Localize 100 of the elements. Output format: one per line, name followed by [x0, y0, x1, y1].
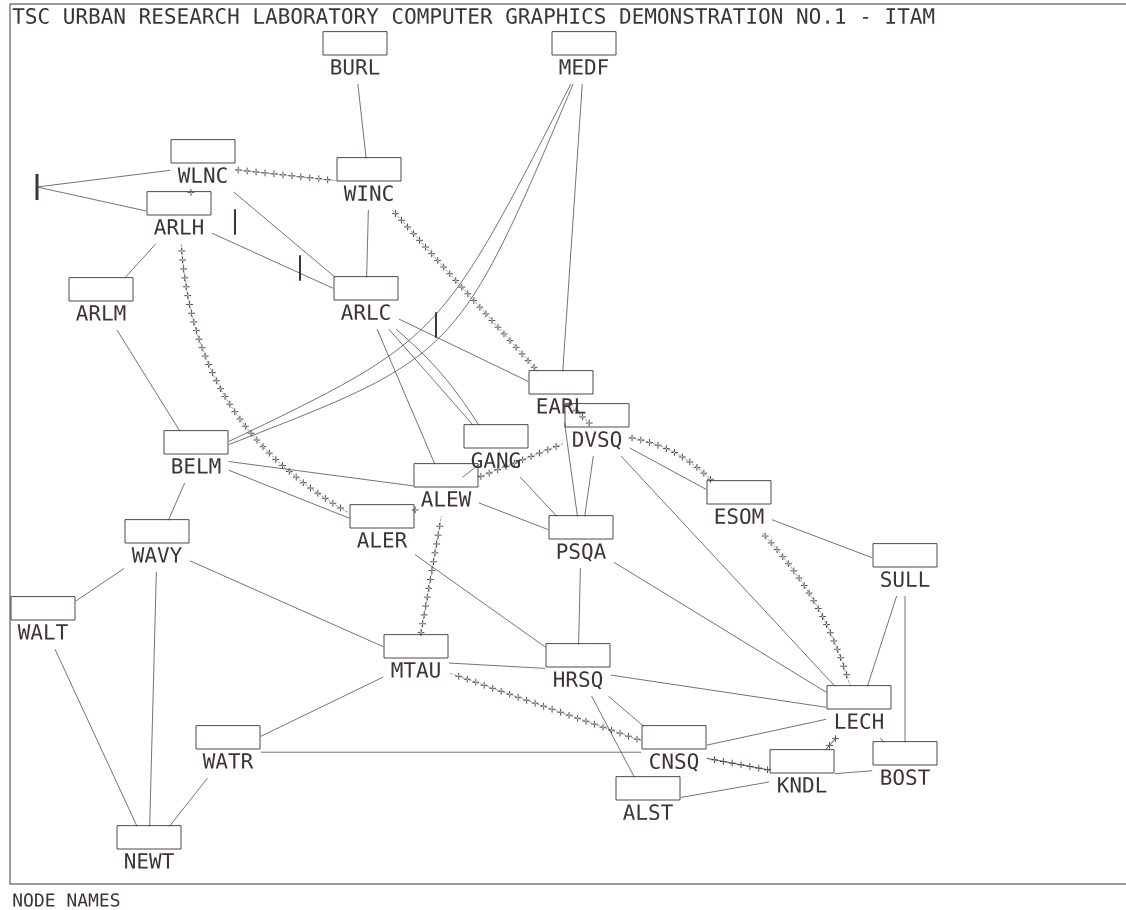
station-box: WATR	[195, 725, 261, 769]
connector-line	[211, 232, 334, 289]
plus-marked-route	[178, 244, 350, 514]
station-box: HRSQ	[545, 643, 611, 690]
station-box: WLNC	[170, 139, 236, 184]
station-box: MEDF	[551, 31, 617, 75]
node-label: BELM	[172, 458, 221, 474]
node-label: WINC	[343, 185, 393, 202]
connector-line	[149, 572, 157, 827]
title: TSC URBAN RESEARCH LABORATORY COMPUTER GRAPHICS DEMONSTRATION NO.1 - ITAM	[12, 8, 935, 24]
node-label: BURL	[331, 59, 380, 75]
connector-line	[584, 456, 594, 517]
plus-marked-route	[761, 532, 851, 687]
connector-line	[562, 84, 583, 372]
terminal-bar	[35, 174, 39, 200]
node-label: EARL	[537, 398, 586, 414]
connector-line	[398, 318, 529, 382]
connector-line	[564, 423, 578, 517]
node-label: MTAU	[391, 662, 440, 678]
plus-marked-route	[477, 443, 565, 480]
connector-line	[867, 596, 897, 687]
node-label: ARLH	[154, 219, 203, 235]
node-label: PSQA	[557, 543, 606, 562]
connector-line	[233, 192, 336, 278]
node-label: ALEW	[421, 491, 472, 507]
station-box: LECH	[826, 685, 892, 730]
node-label: WAVY	[131, 547, 182, 563]
plus-marked-route	[234, 166, 337, 184]
connector-line	[680, 781, 770, 798]
connector-line	[904, 596, 906, 743]
connector-line	[478, 502, 549, 530]
plus-marked-route	[187, 188, 195, 196]
station-box: GANG	[463, 424, 529, 469]
node-label: ARLM	[76, 305, 126, 321]
connector-line	[124, 244, 156, 279]
connector-line	[388, 329, 474, 426]
plus-marked-route	[392, 210, 538, 372]
station-box: PSQA	[548, 515, 614, 562]
plus-marked-route	[448, 672, 642, 743]
connector-line	[116, 330, 181, 432]
plus-marked-route	[417, 516, 444, 637]
station-box: ARLH	[146, 191, 212, 235]
station-box: ARLC	[333, 276, 399, 321]
connector-line	[366, 210, 369, 278]
station-box: BURL	[322, 31, 388, 75]
node-label: BOST	[881, 769, 930, 786]
station-box: ESOM	[706, 480, 772, 525]
station-box: BOST	[872, 741, 938, 786]
station-box: WINC	[336, 157, 402, 202]
station-box: ALST	[615, 776, 681, 821]
node-label: ARLC	[341, 304, 390, 321]
connector-line	[38, 187, 147, 212]
station-box: KNDL	[769, 749, 835, 793]
node-label: ALER	[357, 532, 408, 548]
node-label: KNDL	[778, 777, 827, 793]
connector-line	[414, 554, 546, 648]
connector-line	[260, 751, 642, 753]
node-label: ESOM	[715, 508, 764, 525]
node-label: MEDF	[559, 59, 609, 75]
connector-line	[168, 483, 185, 521]
connector-line	[228, 461, 414, 487]
node-label: DVSQ	[573, 431, 622, 450]
station-box: MTAU	[383, 634, 449, 678]
node-label: NEWT	[125, 853, 174, 869]
connector-line	[629, 447, 707, 490]
station-box: WALT	[10, 596, 76, 640]
connector-line	[169, 778, 208, 827]
node-label: SULL	[881, 571, 930, 588]
connector-line	[462, 463, 480, 478]
node-label: WLNC	[177, 167, 227, 184]
connector-line	[771, 519, 873, 558]
connector-line	[38, 170, 171, 188]
connector-line	[613, 562, 827, 693]
connector-line	[608, 696, 644, 727]
plus-marked-route	[628, 434, 714, 483]
connector-line	[591, 696, 635, 778]
connector-line	[578, 568, 581, 645]
connector-line	[396, 329, 480, 426]
node-label: WATR	[202, 753, 254, 769]
connector-line	[189, 560, 384, 647]
node-label: GANG	[471, 452, 520, 469]
node-label: CNSQ	[650, 753, 699, 772]
node-label: ALST	[623, 804, 673, 821]
plus-marked-route	[565, 401, 593, 427]
connector-line	[75, 568, 125, 602]
footer-text: NODE NAMES	[13, 893, 120, 907]
connector-line	[706, 719, 827, 746]
node-label: HRSQ	[554, 671, 603, 690]
plus-marked-route	[411, 506, 419, 514]
station-box: BELM	[163, 430, 229, 474]
connector-line	[610, 674, 827, 708]
connector-line	[376, 329, 436, 465]
connector-line	[260, 676, 384, 737]
station-box: NEWT	[116, 825, 182, 869]
station-box: ALER	[349, 504, 415, 548]
connector-line	[834, 770, 873, 774]
connector-line	[448, 662, 546, 669]
station-box: CNSQ	[641, 725, 707, 772]
station-box: SULL	[872, 543, 938, 588]
station-box: WAVY	[124, 519, 190, 563]
